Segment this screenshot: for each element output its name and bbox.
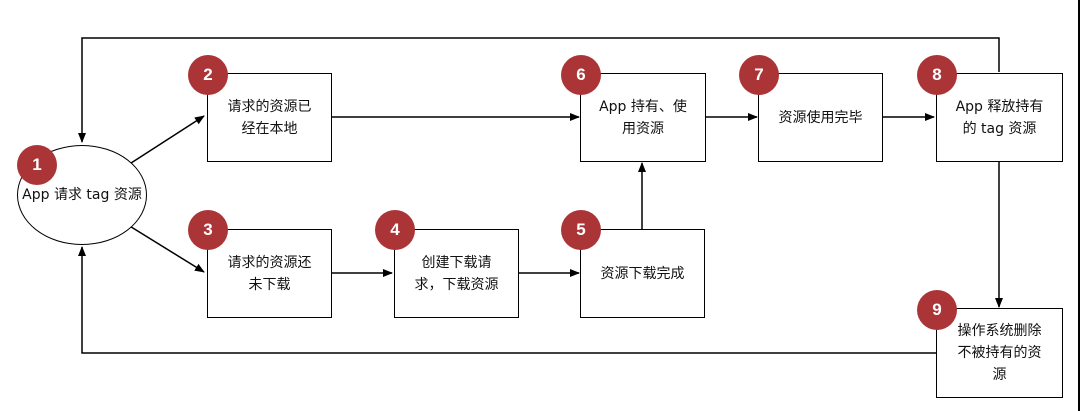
node-6-app-hold-use: App 持有、使 用资源 (580, 73, 706, 162)
badge-9: 9 (917, 290, 957, 330)
edge-n9-n1 (78, 246, 936, 354)
node-9-line-2: 不被持有的资 (957, 345, 1042, 361)
node-4-line-1: 创建下载请 (421, 254, 492, 271)
node-8-line-2: 的 tag 资源 (962, 120, 1037, 137)
edge-n1-n3 (127, 224, 205, 273)
badge-2: 2 (188, 55, 228, 95)
node-5-line-1: 资源下载完成 (600, 265, 685, 282)
node-1-line-2: tag 资源 (86, 187, 142, 203)
node-4-line-2: 求，下载资源 (414, 276, 499, 293)
node-8-line-1: App 释放持有 (955, 98, 1044, 115)
node-2-line-2: 经在本地 (241, 120, 298, 137)
node-9-line-1: 操作系统删除 (957, 323, 1042, 339)
node-8-app-release: App 释放持有 的 tag 资源 (936, 73, 1063, 162)
badge-3: 3 (188, 210, 228, 250)
node-9-line-3: 源 (992, 367, 1007, 383)
node-7-use-finished: 资源使用完毕 (758, 73, 883, 162)
node-3-line-1: 请求的资源还 (227, 254, 312, 271)
badge-7: 7 (739, 55, 779, 95)
node-9-os-delete: 操作系统删除 不被持有的资 源 (936, 308, 1063, 398)
node-4-create-download: 创建下载请 求，下载资源 (394, 229, 519, 318)
node-3-resource-not-downloaded: 请求的资源还 未下载 (207, 229, 332, 318)
right-edge-divider (1078, 0, 1080, 411)
badge-5: 5 (561, 210, 601, 250)
node-6-line-2: 用资源 (622, 120, 664, 137)
edge-n1-n2 (127, 115, 205, 166)
badge-8: 8 (917, 55, 957, 95)
node-6-line-1: App 持有、使 (599, 98, 687, 115)
badge-6: 6 (561, 55, 601, 95)
badge-1: 1 (17, 145, 57, 185)
node-2-line-1: 请求的资源已 (227, 98, 312, 115)
edge-n8-n1 (78, 37, 1000, 143)
node-7-line-1: 资源使用完毕 (778, 109, 863, 126)
node-2-resource-local: 请求的资源已 经在本地 (207, 73, 332, 162)
node-5-download-complete: 资源下载完成 (580, 229, 705, 318)
node-3-line-2: 未下载 (248, 276, 291, 293)
node-1-line-1: App 请求 (22, 187, 82, 203)
badge-4: 4 (375, 210, 415, 250)
